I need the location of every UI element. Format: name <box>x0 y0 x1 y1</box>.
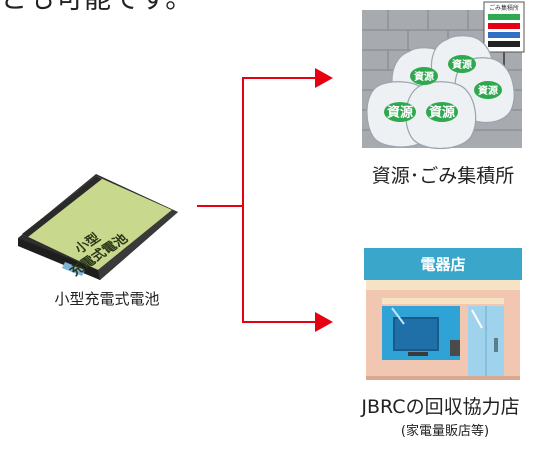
store-sign: 電器店 <box>420 256 465 274</box>
bag-label: 資源 <box>478 84 498 97</box>
arrow-head-lower <box>315 312 333 332</box>
bag-label: 資源 <box>429 105 455 121</box>
bag-label: 資源 <box>452 58 472 71</box>
arrow-head-upper <box>315 68 333 88</box>
branch-arrows <box>197 68 333 332</box>
battery-icon <box>18 174 178 280</box>
battery-illustration: 小型 充電式電池 <box>10 166 190 286</box>
top-text: とも可能です。 <box>0 0 193 16</box>
store-label: JBRCの回収協力店 <box>361 396 520 418</box>
electronics-store-icon: 電器店 <box>364 248 522 380</box>
recycle-point-label: 資源･ごみ集積所 <box>371 165 515 187</box>
board-title: ごみ集積所 <box>489 4 519 12</box>
store-sublabel: (家電量販店等) <box>400 424 490 439</box>
garbage-bags-icon: ごみ集積所 資源 資源 資源 資源 資源 <box>362 1 525 149</box>
battery-caption: 小型充電式電池 <box>54 290 160 308</box>
bag-label: 資源 <box>414 70 434 83</box>
bag-label: 資源 <box>387 105 413 121</box>
